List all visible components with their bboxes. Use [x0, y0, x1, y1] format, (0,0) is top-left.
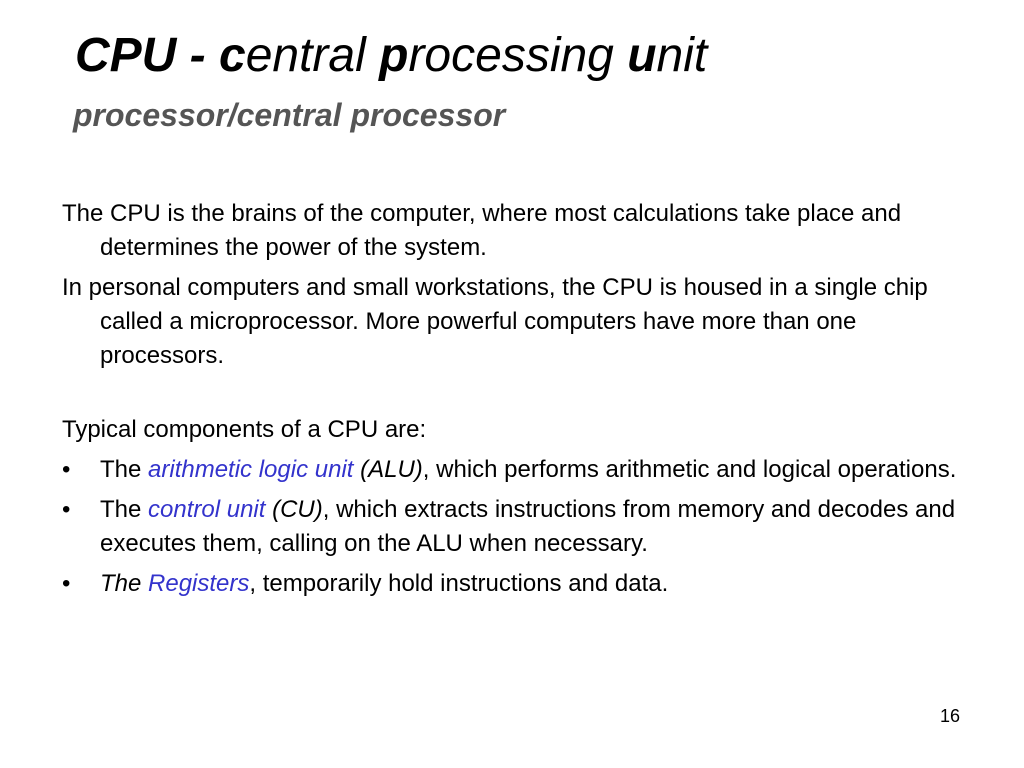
title-letter-u: u: [627, 29, 657, 82]
slide-subtitle: processor/central processor: [73, 97, 506, 133]
abbr-alu: (ALU): [353, 456, 423, 483]
bullet-lead: The: [100, 496, 149, 523]
title-cpu: CPU -: [75, 29, 219, 82]
bullet-lead: The: [100, 456, 149, 483]
bullet-rest: , which extracts instructions from memor…: [100, 496, 956, 557]
bullet-rest: , temporarily hold instructions and data…: [249, 570, 669, 597]
bullet-cu: • The control unit (CU), which extracts i…: [62, 493, 982, 561]
bullet-dot: •: [62, 456, 71, 483]
title-entral: entral: [245, 29, 380, 82]
page-number: 16: [940, 706, 961, 726]
bullet-dot: •: [62, 570, 71, 597]
abbr-cu: (CU): [265, 496, 323, 523]
bullet-registers: • The Registers, temporarily hold instruc…: [62, 567, 982, 601]
title-rocessing: rocessing: [408, 29, 628, 82]
term-alu: arithmetic logic unit: [148, 456, 354, 483]
paragraph-personal-computers: In personal computers and small workstat…: [62, 274, 928, 369]
title-nit: nit: [656, 29, 708, 82]
bullet-rest: , which performs arithmetic and logical …: [422, 456, 957, 483]
title-letter-c: c: [219, 29, 246, 82]
components-intro: Typical components of a CPU are:: [62, 416, 427, 443]
bullet-lead: The: [100, 570, 149, 597]
title-letter-p: p: [379, 29, 409, 82]
bullet-dot: •: [62, 496, 71, 523]
bullet-alu: • The arithmetic logic unit (ALU), which …: [62, 453, 982, 487]
spacer: [62, 379, 982, 413]
paragraph-cpu-brains: The CPU is the brains of the computer, w…: [62, 200, 902, 261]
slide-title: CPU - central processing unit: [75, 28, 707, 83]
term-registers: Registers: [148, 570, 250, 597]
term-cu: control unit: [148, 496, 266, 523]
slide-body: The CPU is the brains of the computer, w…: [62, 197, 982, 607]
